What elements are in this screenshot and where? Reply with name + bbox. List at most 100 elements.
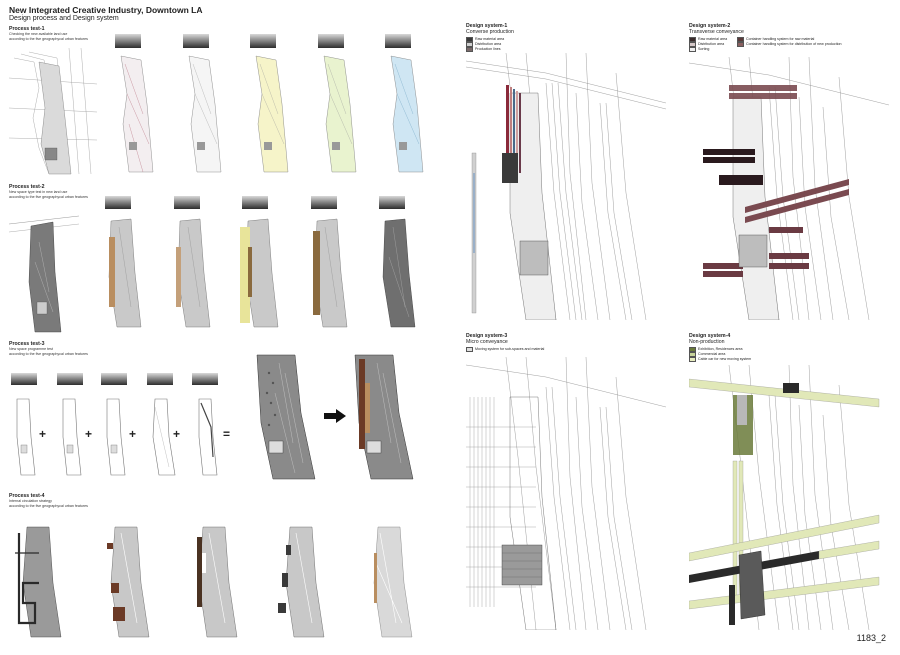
plus-operator: + bbox=[39, 427, 47, 441]
circulation-map bbox=[15, 526, 62, 638]
process-test-2-variant bbox=[166, 196, 222, 334]
legend-item: Exhibition, Residences area bbox=[689, 347, 889, 352]
legend-item: Moving system for sub-spaces and materia… bbox=[466, 347, 666, 352]
process-test-1-variant bbox=[383, 34, 431, 176]
legend-swatch bbox=[466, 37, 473, 42]
design-system-2-subtitle: Transverse conveyance bbox=[689, 29, 744, 35]
combined-programme-map bbox=[256, 354, 316, 480]
legend-swatch bbox=[466, 42, 473, 47]
plus-operator: + bbox=[129, 427, 137, 441]
process-test-2-variant bbox=[371, 196, 427, 334]
site-photo bbox=[182, 34, 209, 48]
site-photo bbox=[105, 196, 131, 209]
process-test-3-subtitle-line-1: New space programme test bbox=[9, 347, 53, 351]
process-test-2-variant bbox=[303, 196, 359, 334]
process-test-2-section: Process test-2 New space type test in ne… bbox=[9, 184, 429, 334]
legend-swatch bbox=[689, 47, 696, 52]
design-system-2-legend: Raw material area Container handling sys… bbox=[689, 37, 889, 52]
variant-map-drawing bbox=[188, 55, 221, 173]
equals-operator: = bbox=[223, 427, 231, 441]
variant-map-drawing bbox=[120, 55, 154, 173]
final-programme-map bbox=[354, 354, 414, 480]
process-test-1-subtitle-line-1: Checking the new available land use bbox=[9, 32, 68, 36]
design-system-3-title: Design system-3 bbox=[466, 333, 508, 339]
design-system-3-panel: Design system-3 Micro conveyance Moving … bbox=[466, 333, 666, 630]
legend-swatch bbox=[689, 42, 696, 47]
programme-diagram bbox=[152, 398, 176, 476]
design-system-4-title: Design system-4 bbox=[689, 333, 731, 339]
variant-map-drawing bbox=[323, 55, 356, 173]
legend-swatch bbox=[737, 37, 744, 42]
process-test-1-variant bbox=[316, 34, 364, 176]
design-system-3-subtitle: Micro conveyance bbox=[466, 339, 508, 345]
plus-operator: + bbox=[85, 427, 93, 441]
process-test-1-title: Process test-1 bbox=[9, 26, 45, 32]
site-photo bbox=[101, 373, 127, 385]
site-photo bbox=[250, 34, 276, 48]
legend-swatch bbox=[466, 347, 473, 352]
legend-item: Sorting bbox=[689, 47, 737, 52]
process-test-1-variant bbox=[181, 34, 229, 176]
legend-item: Distribution area bbox=[689, 42, 737, 47]
process-test-2-variant bbox=[234, 196, 290, 334]
site-map-drawing bbox=[9, 48, 97, 175]
design-system-4-legend: Exhibition, Residences area Commercial a… bbox=[689, 347, 889, 362]
design-system-1-subtitle: Converse production bbox=[466, 29, 514, 35]
programme-diagram bbox=[16, 398, 36, 476]
process-test-1-variant bbox=[113, 34, 161, 176]
legend-swatch bbox=[689, 352, 696, 357]
page-id: 1183_2 bbox=[856, 633, 886, 643]
process-test-1-variant bbox=[248, 34, 296, 176]
process-test-2-title: Process test-2 bbox=[9, 184, 45, 190]
legend-item: Production lines bbox=[466, 47, 666, 52]
process-test-4-section: Process test-4 Internal circulation stra… bbox=[9, 493, 429, 643]
programme-diagram bbox=[62, 398, 82, 476]
site-photo bbox=[11, 373, 37, 385]
variant-map-drawing bbox=[390, 55, 424, 173]
variant-map-drawing bbox=[175, 218, 210, 328]
site-photo bbox=[173, 196, 200, 209]
legend-swatch bbox=[689, 357, 696, 362]
legend-swatch bbox=[689, 347, 696, 352]
circulation-map bbox=[278, 526, 325, 638]
site-photo bbox=[147, 373, 173, 385]
site-photo bbox=[317, 34, 344, 48]
programme-diagram bbox=[198, 398, 218, 476]
process-test-2-variants bbox=[97, 196, 427, 334]
process-test-3-section: Process test-3 New space programme test … bbox=[9, 341, 429, 486]
variant-map-drawing bbox=[312, 218, 347, 328]
process-test-1-subtitle-line-2: according to the five geographycal urban… bbox=[9, 36, 88, 41]
circulation-map bbox=[106, 526, 149, 638]
process-test-4-subtitle-line-1: Internal circulation strategy bbox=[9, 499, 52, 503]
legend-swatch bbox=[466, 47, 473, 52]
variant-map-drawing bbox=[240, 218, 279, 328]
legend-swatch bbox=[689, 37, 696, 42]
site-photo bbox=[385, 34, 411, 48]
design-system-2-panel: Design system-2 Transverse conveyance Ra… bbox=[689, 23, 889, 320]
process-test-1-section: Process test-1 Checking the new availabl… bbox=[9, 26, 429, 176]
process-test-1-main-map bbox=[9, 48, 97, 176]
process-test-2-subtitle-line-1: New space type test in new land use bbox=[9, 190, 68, 194]
process-test-1-variants bbox=[113, 34, 431, 176]
legend-item: Container handling system for distributi… bbox=[737, 42, 887, 47]
design-system-2-map bbox=[689, 57, 889, 320]
process-test-2-variant bbox=[97, 196, 153, 334]
programme-diagram bbox=[106, 398, 126, 476]
legend-item: Container handling system for raw materi… bbox=[737, 37, 887, 42]
variant-map-drawing bbox=[382, 218, 416, 328]
process-test-2-main-map bbox=[9, 212, 79, 334]
process-test-4-subtitle-line-2: according to the five geographycal urban… bbox=[9, 503, 88, 508]
legend-swatch bbox=[737, 42, 744, 47]
legend-item: Cable car for new moving system bbox=[689, 357, 889, 362]
design-system-4-subtitle: Non-production bbox=[689, 339, 725, 345]
design-system-4-map bbox=[689, 365, 880, 630]
legend-item: Commercial area bbox=[689, 352, 889, 357]
process-test-4-title: Process test-4 bbox=[9, 493, 45, 499]
process-test-2-subtitle-line-2: according to the five geographycal urban… bbox=[9, 194, 88, 199]
plus-operator: + bbox=[173, 427, 181, 441]
site-photo bbox=[57, 373, 83, 385]
design-system-1-map bbox=[466, 53, 666, 320]
design-system-3-legend: Moving system for sub-spaces and materia… bbox=[466, 347, 666, 352]
design-system-1-legend: Raw material area Distribution area Prod… bbox=[466, 37, 666, 52]
circulation-map bbox=[196, 526, 237, 638]
